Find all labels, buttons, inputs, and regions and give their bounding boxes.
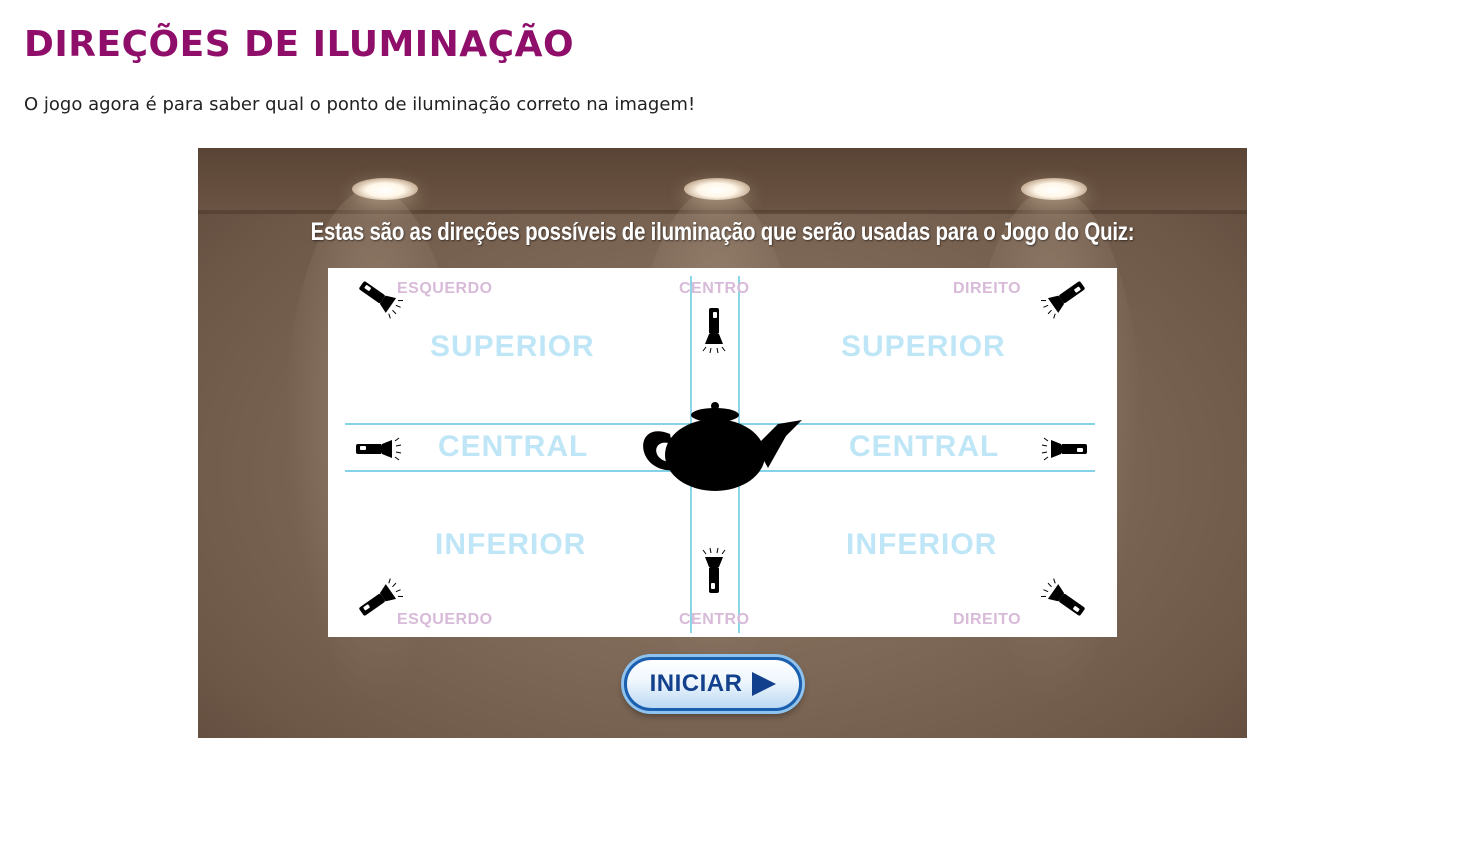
play-arrow-icon — [752, 672, 777, 696]
label-esquerdo-bottom: ESQUERDO — [397, 611, 493, 628]
flashlight-icon — [355, 437, 402, 461]
label-inferior-left: INFERIOR — [435, 528, 587, 561]
ceiling-lamp-icon — [1021, 178, 1087, 200]
label-superior-left: SUPERIOR — [430, 330, 595, 363]
label-centro-top: CENTRO — [679, 280, 750, 297]
game-heading: Estas são as direções possíveis de ilumi… — [310, 218, 1135, 246]
flashlight-icon — [1041, 437, 1088, 461]
directions-diagram — [345, 275, 1095, 633]
label-esquerdo-top: ESQUERDO — [397, 280, 493, 297]
flashlight-icon — [1038, 275, 1090, 321]
label-direito-bottom: DIREITO — [953, 611, 1022, 628]
flashlight-icon — [702, 547, 726, 594]
quiz-game-area[interactable]: Estas são as direções possíveis de ilumi… — [198, 148, 1247, 738]
flashlight-icon — [702, 307, 726, 354]
label-centro-bottom: CENTRO — [679, 611, 750, 628]
label-superior-right: SUPERIOR — [841, 330, 1006, 363]
flashlight-icon — [1038, 576, 1090, 622]
label-central-right: CENTRAL — [849, 430, 1000, 463]
label-inferior-right: INFERIOR — [846, 528, 998, 561]
intro-text: O jogo agora é para saber qual o ponto d… — [24, 94, 696, 115]
lighting-directions-board: ESQUERDO CENTRO DIREITO ESQUERDO CENTRO … — [328, 268, 1117, 637]
ceiling-lamp-icon — [352, 178, 418, 200]
label-central-left: CENTRAL — [438, 430, 589, 463]
start-button[interactable]: INICIAR — [624, 657, 802, 711]
page-title: DIREÇÕES DE ILUMINAÇÃO — [24, 24, 575, 65]
ceiling-edge — [198, 210, 1247, 214]
ceiling-lamp-icon — [684, 178, 750, 200]
label-direito-top: DIREITO — [953, 280, 1022, 297]
teapot-icon — [643, 402, 802, 491]
start-button-label: INICIAR — [649, 670, 743, 697]
